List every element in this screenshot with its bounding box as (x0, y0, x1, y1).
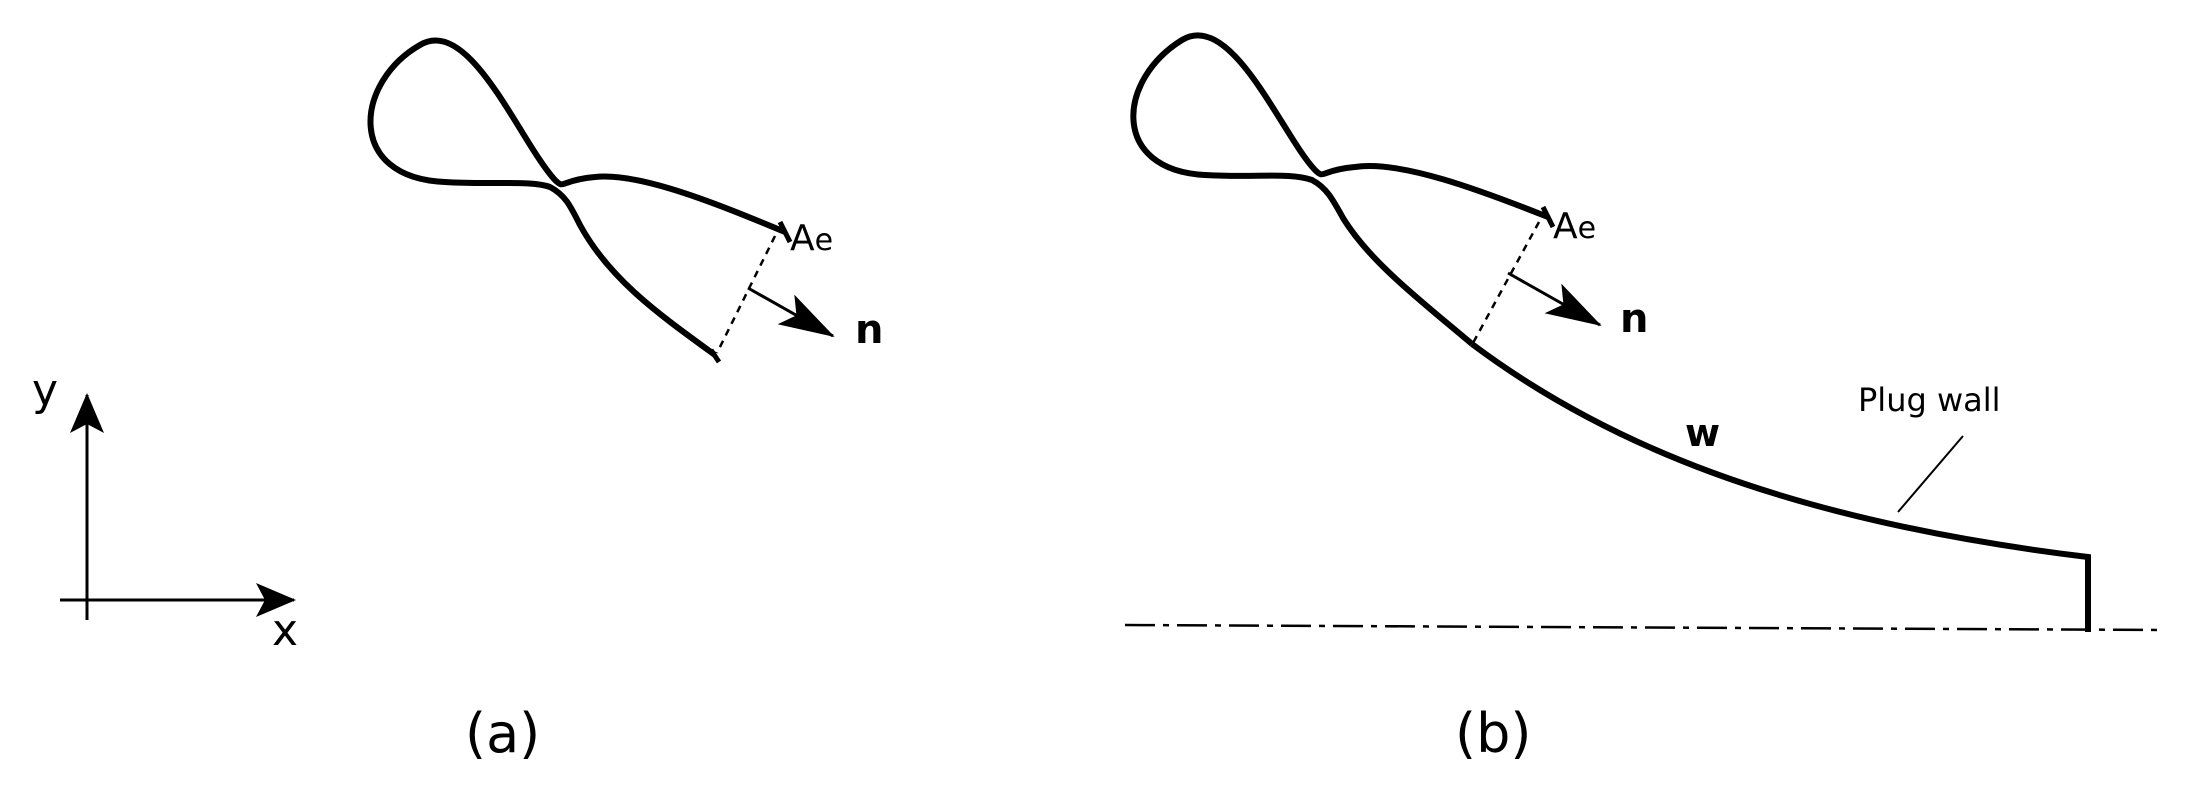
plug-wall-label: Plug wall (1858, 381, 2001, 419)
panel-b: Ae n w Plug wall (b) (1124, 32, 2166, 765)
exit-area-label-main: A (790, 218, 815, 259)
nozzle-upper-wall (1130, 32, 1550, 347)
panel-a: Ae n (a) (367, 37, 883, 765)
normal-label: n (1620, 296, 1648, 342)
plug-wall-leader (1897, 435, 1964, 513)
exit-area-line (1471, 221, 1541, 344)
exit-area-label-main: A (1553, 206, 1578, 247)
x-axis-label: x (272, 605, 298, 656)
exit-area-label: Ae (790, 218, 833, 259)
exit-area-label-sub: e (1578, 211, 1596, 246)
y-axis-label: y (32, 365, 58, 416)
exit-area-line (715, 235, 777, 354)
plug-wall (1470, 341, 2091, 632)
caption-a: (a) (465, 702, 540, 765)
wall-label: w (1685, 411, 1720, 455)
centerline (1124, 623, 2166, 632)
exit-cap-top (777, 220, 793, 244)
normal-label: n (855, 307, 883, 353)
normal-vector-arrow (1507, 271, 1602, 327)
caption-b: (b) (1455, 702, 1531, 765)
exit-area-label: Ae (1553, 206, 1596, 247)
nozzle-upper-wall (367, 37, 787, 358)
coordinate-axes: y x (32, 365, 298, 656)
exit-area-label-sub: e (815, 223, 833, 258)
exit-cap-top (1540, 205, 1556, 229)
exit-cap-bottom (708, 348, 722, 364)
normal-vector-arrow (747, 286, 835, 338)
